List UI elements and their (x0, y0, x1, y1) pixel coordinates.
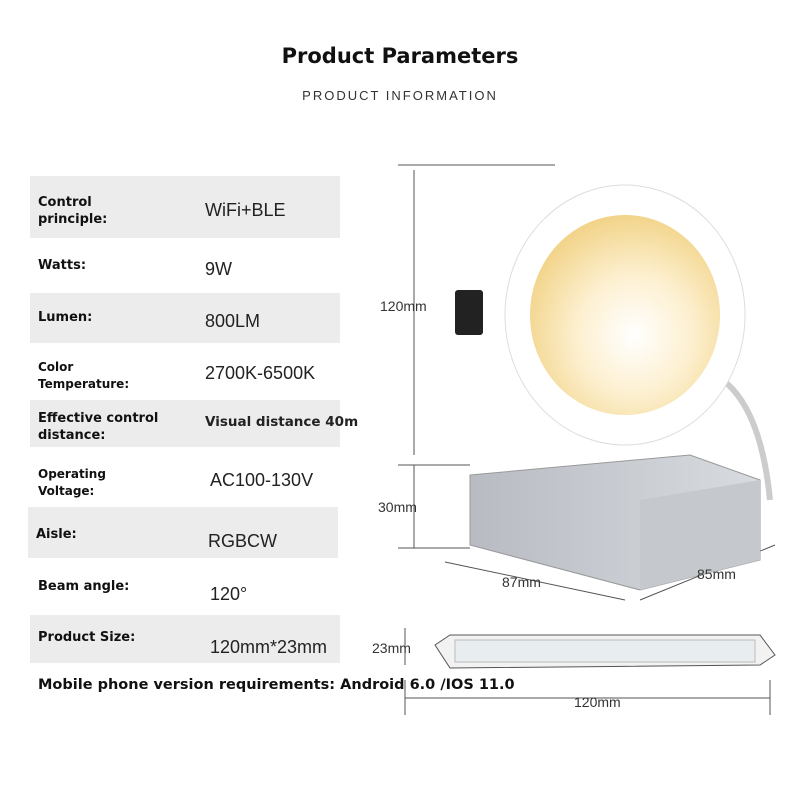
page-subtitle: PRODUCT INFORMATION (302, 88, 498, 103)
param-value: Visual distance 40m (205, 414, 359, 430)
param-row: Operating Voltage: AC100-130V (30, 450, 340, 505)
param-row: Beam angle: 120° (30, 560, 340, 613)
dimension-label: 120mm (574, 694, 621, 710)
dimension-label: 30mm (378, 499, 417, 515)
dimension-label: 120mm (380, 298, 427, 314)
mobile-requirements-note: Mobile phone version requirements: Andro… (38, 677, 515, 693)
dimension-label: 23mm (372, 640, 411, 656)
param-label: Color Temperature: (38, 360, 130, 391)
param-label: Aisle: (36, 527, 77, 542)
param-value: 2700K-6500K (205, 363, 316, 383)
param-row: Watts: 9W (30, 240, 340, 292)
param-row: Color Temperature: 2700K-6500K (30, 345, 340, 398)
param-value: RGBCW (208, 531, 277, 551)
param-value: WiFi+BLE (205, 200, 286, 220)
param-label: Product Size: (38, 630, 136, 645)
param-label: Watts: (38, 258, 87, 273)
param-label: Lumen: (38, 310, 93, 325)
param-label: Control principle: (38, 195, 108, 227)
dimension-label: 85mm (697, 566, 736, 582)
param-label: Operating Voltage: (38, 467, 106, 498)
param-label: Beam angle: (38, 579, 130, 594)
param-row: Lumen: 800LM (30, 293, 340, 343)
param-value: 120mm*23mm (210, 637, 328, 657)
dimension-label: 87mm (502, 574, 541, 590)
clip-left (455, 290, 483, 335)
param-value: 800LM (205, 311, 261, 331)
param-row: Effective control distance: Visual distan… (30, 400, 358, 447)
param-row: Control principle: WiFi+BLE (30, 176, 340, 238)
param-value: AC100-130V (210, 470, 314, 490)
param-value: 120° (210, 584, 248, 604)
param-row: Aisle: RGBCW (28, 507, 338, 558)
param-label: Effective control distance: (38, 411, 159, 443)
param-value: 9W (205, 259, 232, 279)
page-title: Product Parameters (281, 44, 519, 68)
param-row: Product Size: 120mm*23mm (30, 615, 340, 663)
